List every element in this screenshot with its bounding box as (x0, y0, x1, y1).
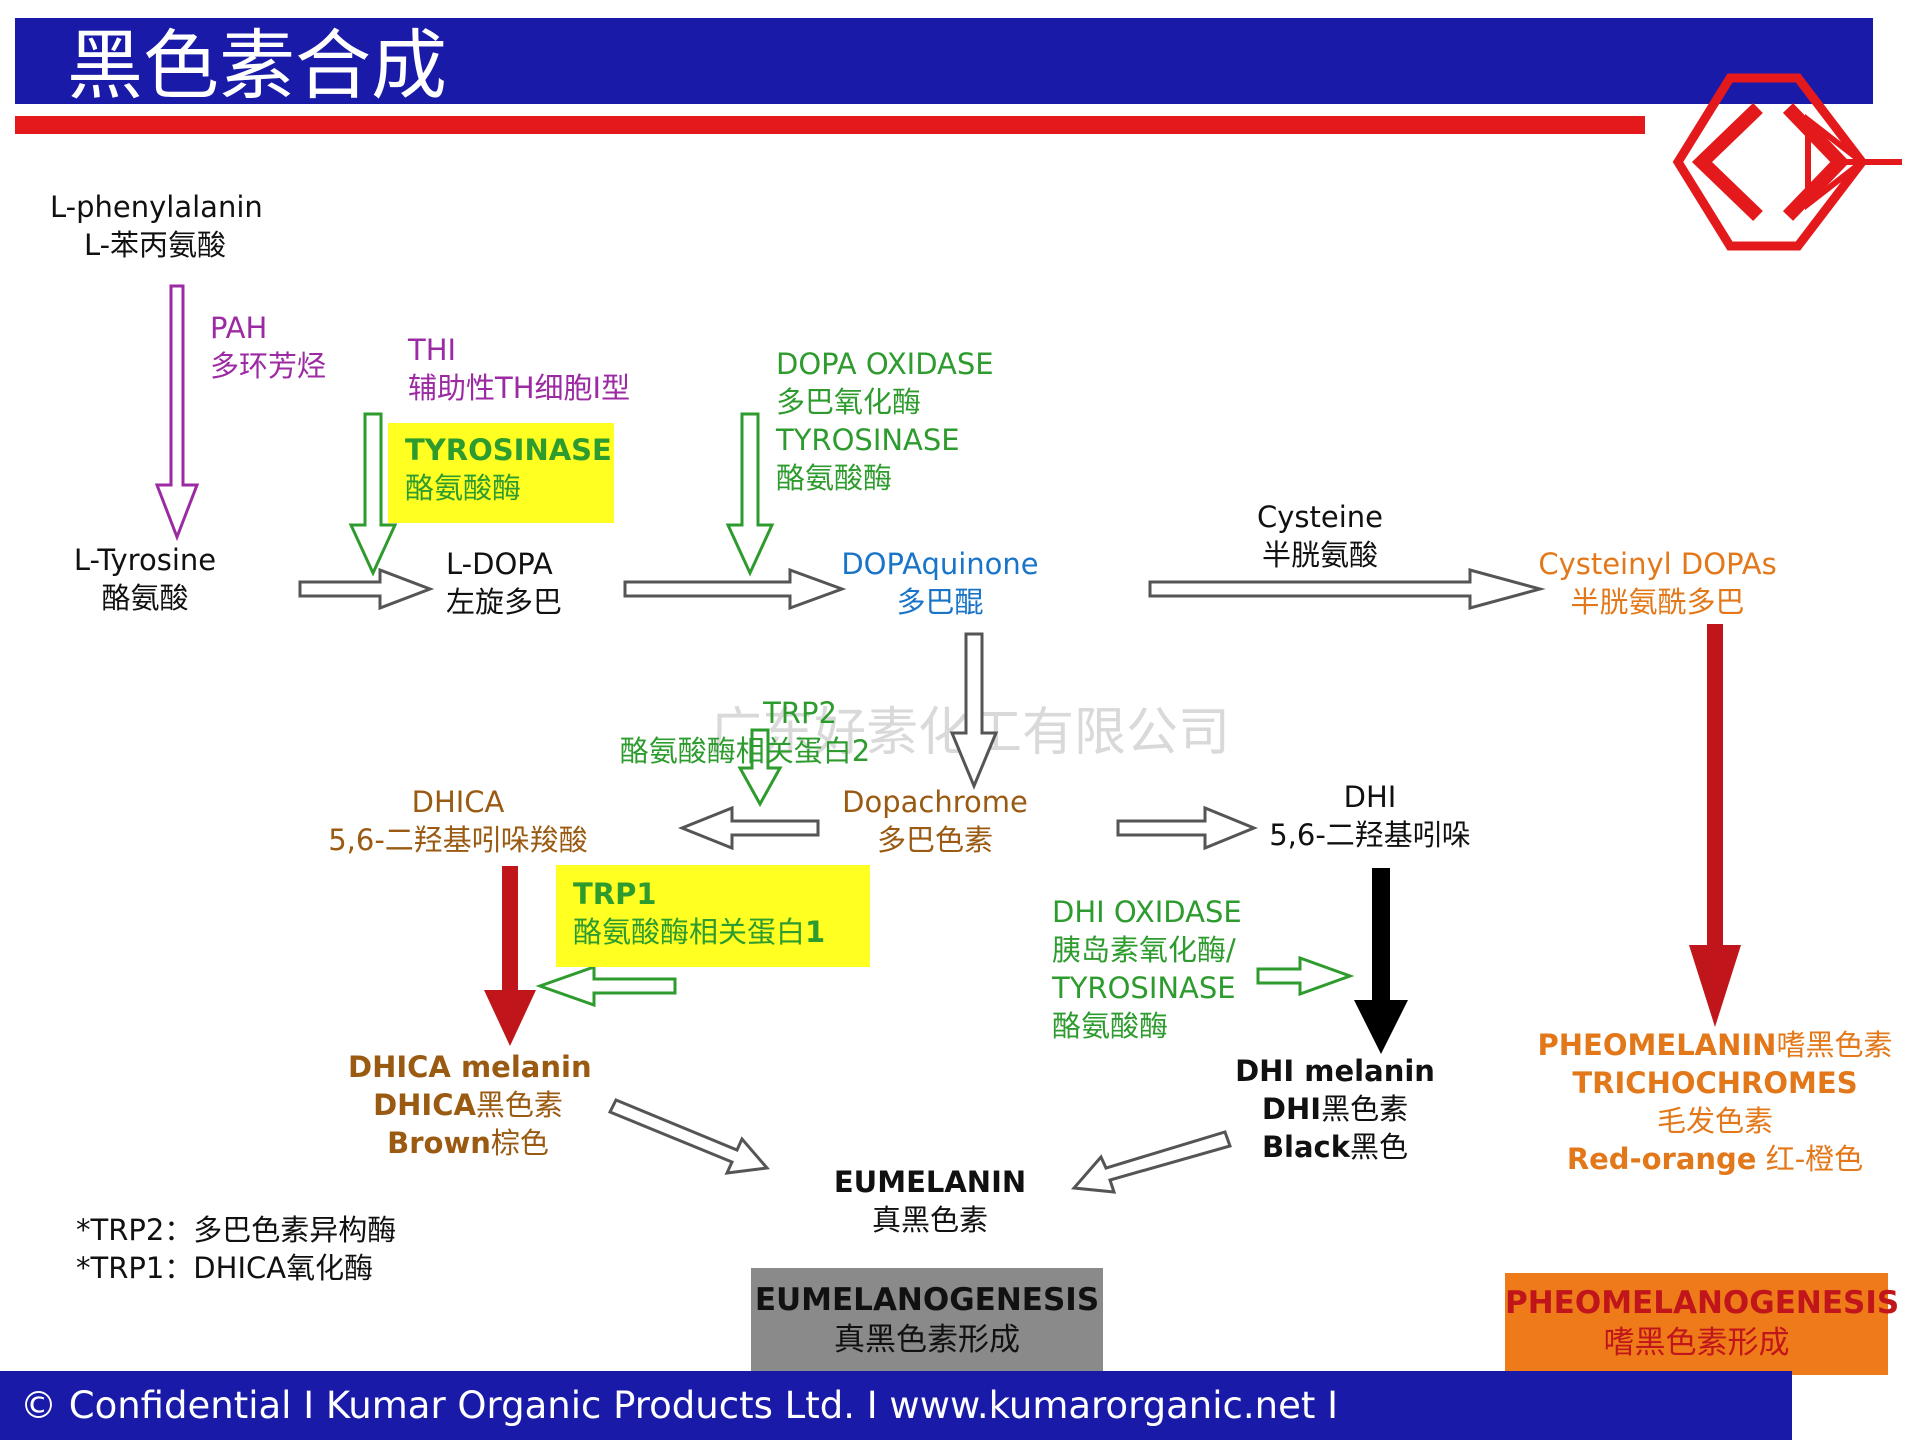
arrow-cysteinyl-pheomelanin (1689, 624, 1741, 1027)
enzyme-trp1: TRP1 酪氨酸酶相关蛋白1 (573, 877, 826, 949)
arrow-tyr-ldopa (298, 567, 435, 611)
arrow-phe-tyr (154, 284, 200, 542)
arrow-tyrosinase-down (348, 412, 398, 577)
arrow-dopaquinone-dopachrome (949, 632, 999, 790)
arrow-dhica-melanin (484, 866, 536, 1046)
node-pheomelanin: PHEOMELANIN嗜黑色素 TRICHOCHROMES 毛发色素 Red-o… (1537, 1028, 1893, 1176)
red-accent-bar (15, 116, 1645, 134)
tyrosinase-highlight (388, 423, 614, 523)
arrow-dopa-oxidase-down (725, 412, 775, 577)
page-title: 黑色素合成 (67, 21, 447, 110)
arrow-ldopa-dopaquinone (623, 567, 847, 611)
arrow-dopaquinone-cysteinyl (1148, 568, 1546, 610)
footnotes: *TRP2：多巴色素异构酶*TRP1：DHICA氧化酶 (76, 1213, 397, 1285)
node-dhi-melanin: DHI melanin DHI黑色素 Black黑色 (1235, 1054, 1435, 1164)
trp1-highlight (556, 865, 870, 967)
footer-bar: © Confidential I Kumar Organic Products … (0, 1371, 1792, 1440)
node-dhica-melanin: DHICA melanin DHICA黑色素 Brown棕色 (348, 1050, 592, 1160)
arrow-trp2-down (737, 728, 783, 808)
arrow-dhica-eumelanin (607, 1098, 770, 1175)
arrow-trp1-left (535, 964, 677, 1008)
pheomelanogenesis-box: PHEOMELANOGENESIS 嗜黑色素形成 (1505, 1273, 1899, 1375)
title-bar: 黑色素合成 (15, 18, 1873, 104)
hexagon-logo-icon (1672, 73, 1902, 251)
arrow-dhi-melanin (1354, 868, 1408, 1054)
arrow-dhimel-eumelanin (1070, 1130, 1232, 1194)
arrow-dopachrome-dhica (677, 805, 820, 851)
arrow-dhi-oxidase-right (1256, 955, 1355, 997)
arrow-dopachrome-dhi (1116, 805, 1258, 851)
eumelanogenesis-box: EUMELANOGENESIS 真黑色素形成 (751, 1268, 1103, 1372)
